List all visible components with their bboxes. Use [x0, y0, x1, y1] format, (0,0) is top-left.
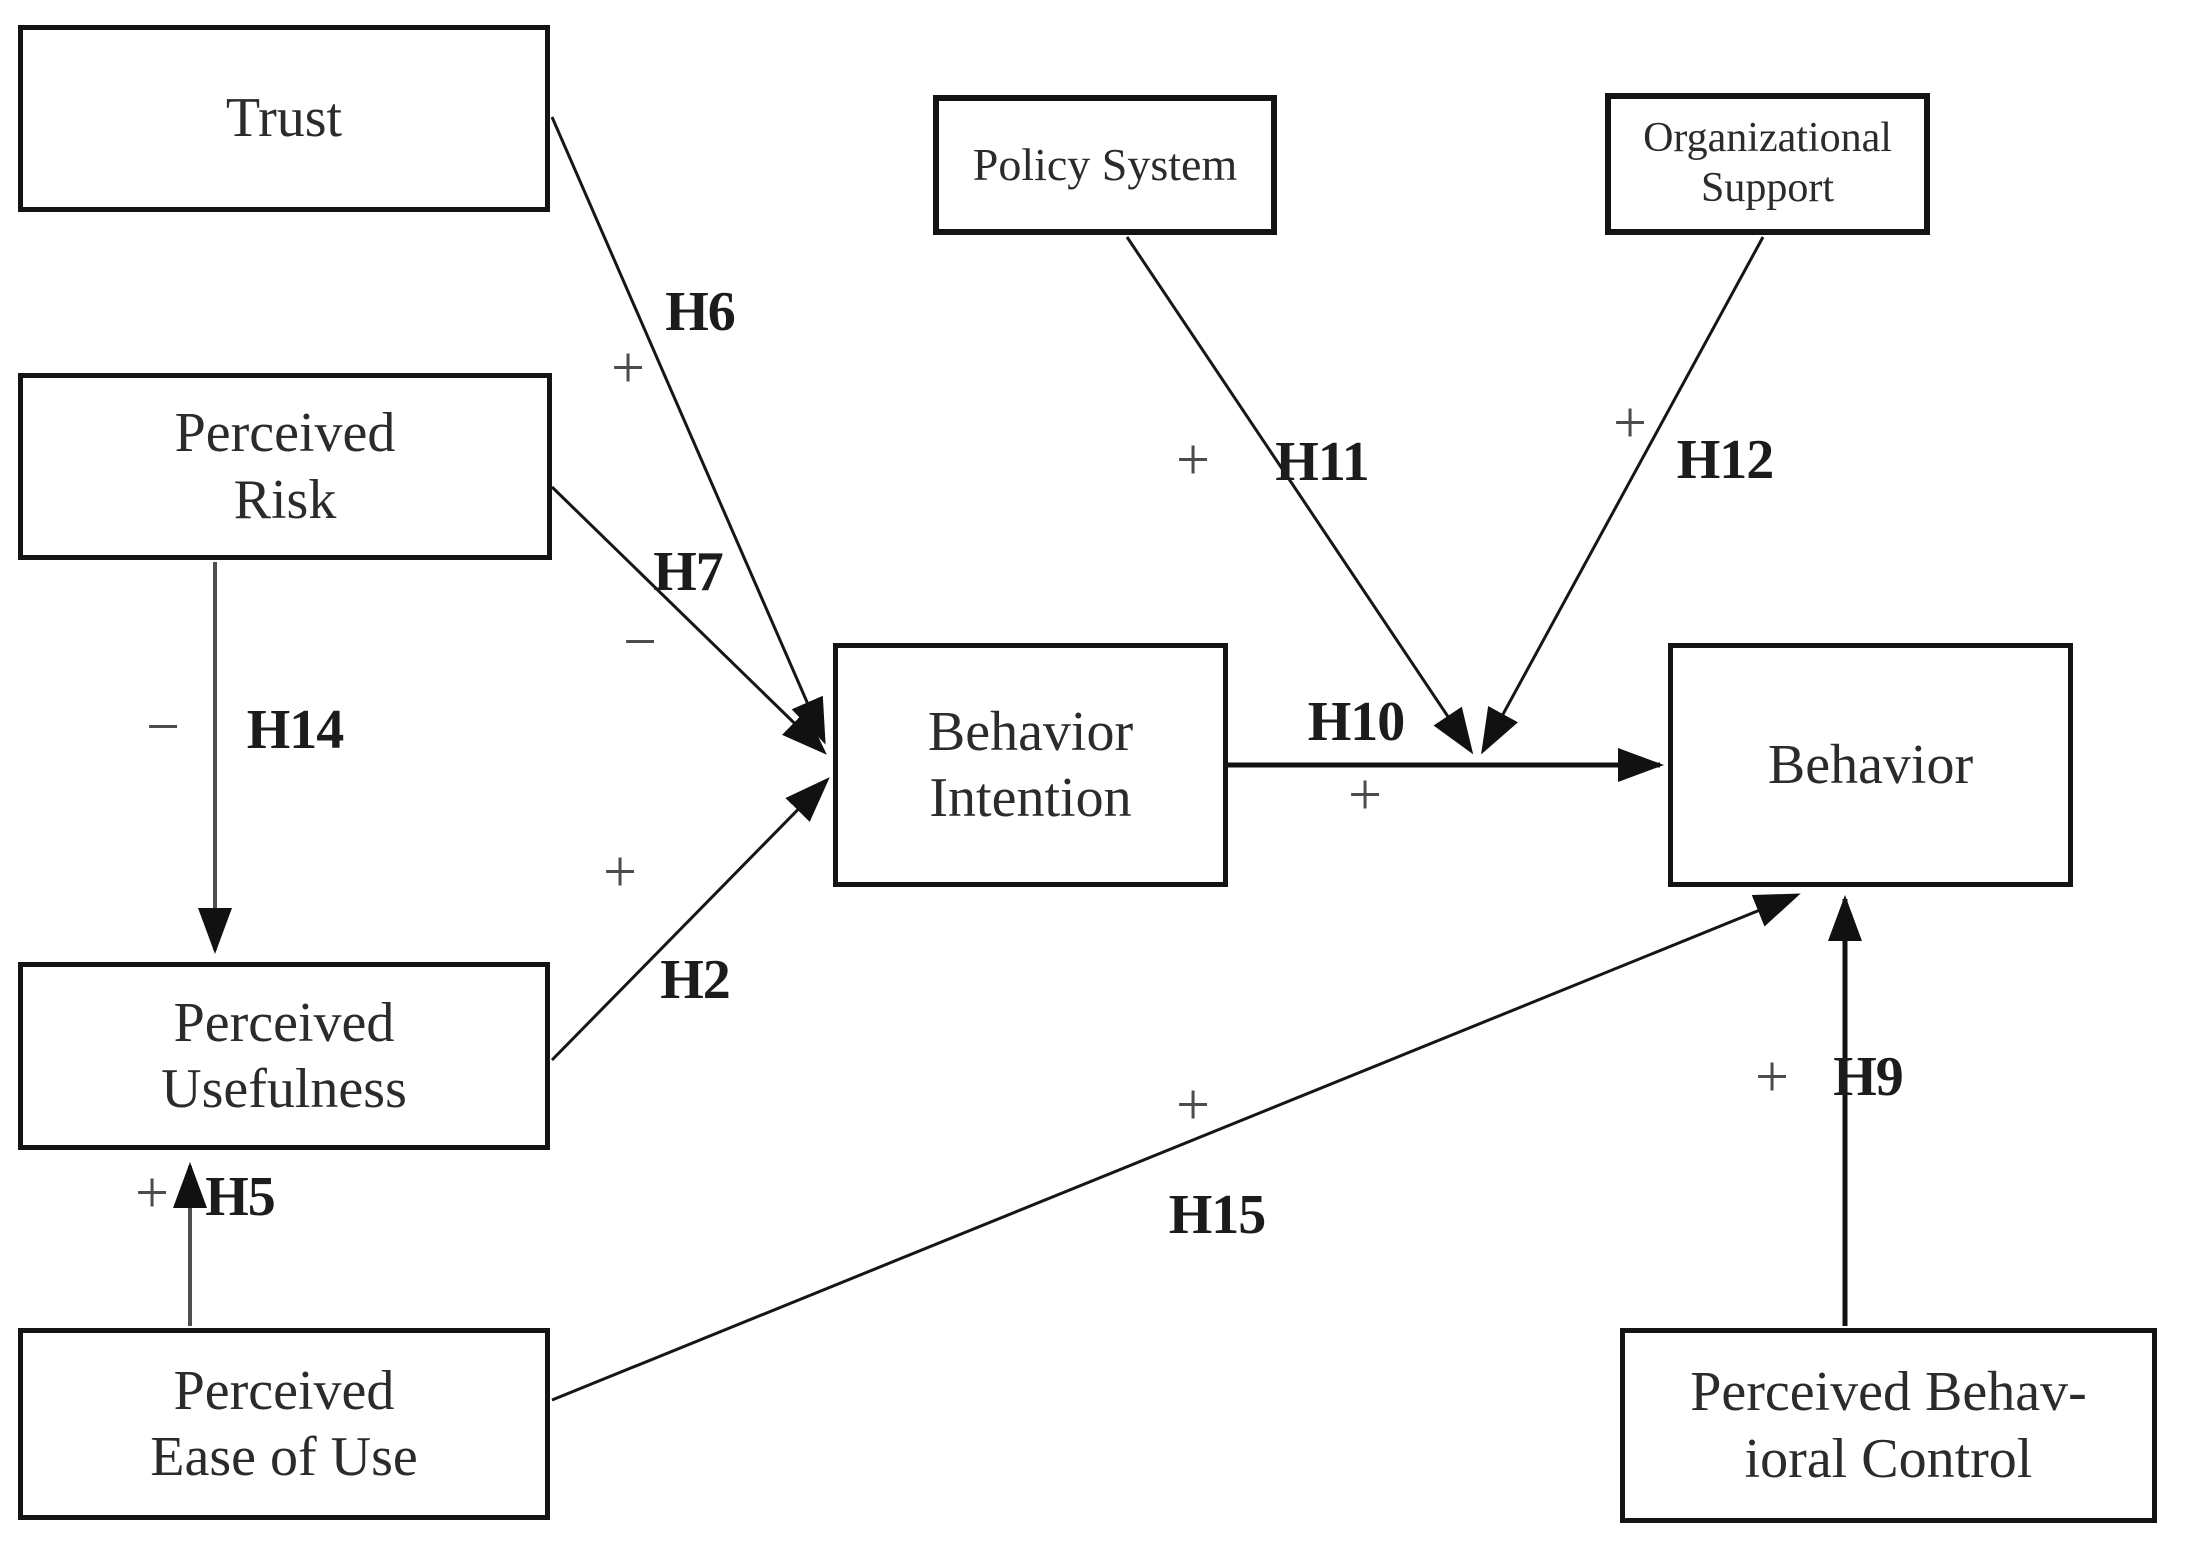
edge-h7-label: H7: [653, 541, 724, 603]
node-policy-system: Policy System: [933, 95, 1277, 235]
node-perceived-behavioral-control-label: Perceived Behav- ioral Control: [1690, 1361, 2087, 1490]
edge-h11-sign: +: [1176, 426, 1210, 493]
edge-h15-sign: +: [1176, 1071, 1210, 1138]
edge-h2-sign: +: [603, 838, 637, 905]
node-perceived-usefulness: Perceived Usefulness: [18, 962, 550, 1150]
edge-h5-sign: +: [135, 1159, 169, 1226]
edge-h12-arrow: [1481, 236, 1765, 755]
edge-h14-label: H14: [246, 699, 345, 761]
edge-h2-label: H2: [660, 949, 731, 1011]
node-organizational-support-label: Organizational Support: [1643, 115, 1892, 211]
edge-h2-arrow: [550, 777, 830, 1062]
edge-h14-sign: −: [146, 693, 180, 760]
edge-h9-label: H9: [1833, 1046, 1904, 1108]
edge-h12-sign: +: [1613, 389, 1647, 456]
edge-h15-label: H15: [1168, 1184, 1267, 1246]
edge-h7-arrow: [550, 485, 827, 755]
node-behavior-intention: Behavior Intention: [833, 643, 1228, 887]
edge-h11-label: H11: [1275, 431, 1369, 493]
edge-h6-arrow: [550, 116, 826, 745]
node-perceived-risk-label: Perceived Risk: [174, 402, 396, 531]
node-perceived-usefulness-label: Perceived Usefulness: [161, 991, 407, 1120]
node-perceived-ease-of-use-label: Perceived Ease of Use: [150, 1359, 418, 1488]
node-behavior: Behavior: [1668, 643, 2073, 887]
node-policy-system-label: Policy System: [972, 138, 1238, 190]
edge-h12-label: H12: [1676, 429, 1775, 491]
node-trust-label: Trust: [225, 87, 343, 150]
node-behavior-intention-label: Behavior Intention: [927, 700, 1134, 829]
node-organizational-support: Organizational Support: [1605, 93, 1930, 235]
edge-h5-label: H5: [205, 1166, 276, 1228]
edge-h6-label: H6: [665, 281, 736, 343]
edge-h6-sign: +: [611, 334, 645, 401]
edge-h15-arrow: [551, 893, 1801, 1402]
edge-h10-label: H10: [1307, 691, 1406, 753]
node-perceived-risk: Perceived Risk: [18, 373, 552, 560]
node-perceived-behavioral-control: Perceived Behav- ioral Control: [1620, 1328, 2157, 1523]
node-behavior-label: Behavior: [1767, 733, 1974, 796]
edge-h10-sign: +: [1348, 761, 1382, 828]
edge-h7-sign: −: [623, 608, 657, 675]
edge-h9-sign: +: [1755, 1043, 1789, 1110]
edge-h11-arrow: [1125, 236, 1474, 755]
node-trust: Trust: [18, 25, 550, 212]
node-perceived-ease-of-use: Perceived Ease of Use: [18, 1328, 550, 1520]
